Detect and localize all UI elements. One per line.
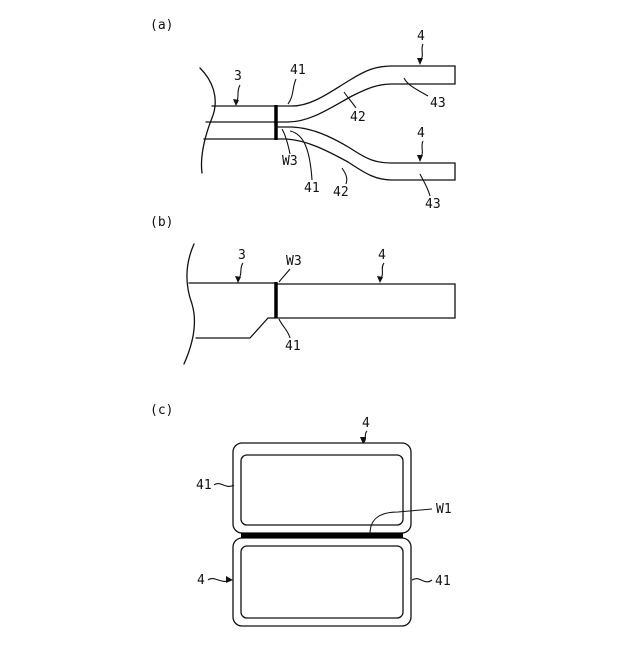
- panel-c-lower-terminal-inner: [241, 546, 403, 618]
- panel-b: (b) 3 W3 4 41: [150, 215, 455, 364]
- panel-c-label-base-left: 41: [196, 478, 212, 493]
- panel-a-arrowhead-body: [233, 99, 239, 106]
- panel-c: (c) 4 41 W1 4 41: [150, 403, 452, 626]
- panel-c-leader-weld: [370, 509, 432, 534]
- panel-b-body-break-line: [184, 244, 194, 364]
- panel-a-arrowhead-terminal-bottom: [417, 155, 423, 162]
- panel-a-leader-tip-bottom: [420, 174, 430, 196]
- panel-a-label-weld: W3: [282, 154, 298, 169]
- panel-a-upper-terminal-inner-edge: [277, 84, 455, 122]
- panel-a-lower-terminal-outline: [277, 127, 455, 163]
- panel-c-label-terminal-top: 4: [362, 416, 370, 431]
- panel-b-label-terminal: 4: [378, 248, 386, 263]
- panel-a-lower-terminal-inner-edge: [277, 139, 455, 180]
- panel-b-label-base: 41: [285, 339, 301, 354]
- panel-a-leader-weld: [282, 129, 290, 154]
- panel-a-label-base-top: 41: [290, 63, 306, 78]
- panel-a-caption: (a): [150, 18, 173, 33]
- panel-a-arrowhead-terminal-top: [417, 58, 423, 65]
- panel-c-caption: (c): [150, 403, 173, 418]
- panel-a-label-base-bottom: 41: [304, 181, 320, 196]
- panel-b-leader-base: [279, 319, 290, 338]
- panel-c-arrowhead-terminal-left: [226, 576, 233, 583]
- panel-b-body-bottom-edge: [196, 318, 276, 338]
- panel-c-label-weld: W1: [436, 502, 452, 517]
- panel-b-caption: (b): [150, 215, 173, 230]
- panel-a: (a) 3 41 4 42 43 W3: [150, 18, 455, 212]
- panel-a-label-body: 3: [234, 69, 242, 84]
- panel-a-label-bend-bottom: 42: [333, 185, 349, 200]
- panel-a-label-terminal-top: 4: [417, 29, 425, 44]
- panel-b-label-weld: W3: [286, 254, 302, 269]
- panel-a-leader-base-top: [288, 79, 296, 104]
- panel-b-arrowhead-body: [235, 276, 241, 283]
- panel-c-label-terminal-left: 4: [197, 573, 205, 588]
- panel-a-body-break-line: [200, 68, 215, 173]
- panel-a-label-terminal-bottom: 4: [417, 126, 425, 141]
- panel-b-arrowhead-terminal: [377, 276, 383, 283]
- panel-a-leader-bend-bottom: [342, 168, 347, 184]
- panel-a-label-tip-bottom: 43: [425, 197, 441, 212]
- panel-c-label-base-right: 41: [435, 574, 451, 589]
- panel-c-upper-terminal-outer: [233, 443, 411, 533]
- panel-a-label-bend-top: 42: [350, 110, 366, 125]
- panel-a-label-tip-top: 43: [430, 96, 446, 111]
- panel-c-leader-base-left: [214, 484, 234, 487]
- panel-c-leader-base-right: [412, 579, 432, 582]
- panel-b-leader-weld: [279, 269, 290, 282]
- panel-b-label-body: 3: [238, 248, 246, 263]
- panel-c-lower-terminal-outer: [233, 538, 411, 626]
- panel-c-upper-terminal-inner: [241, 455, 403, 525]
- panel-a-leader-tip-top: [404, 78, 428, 96]
